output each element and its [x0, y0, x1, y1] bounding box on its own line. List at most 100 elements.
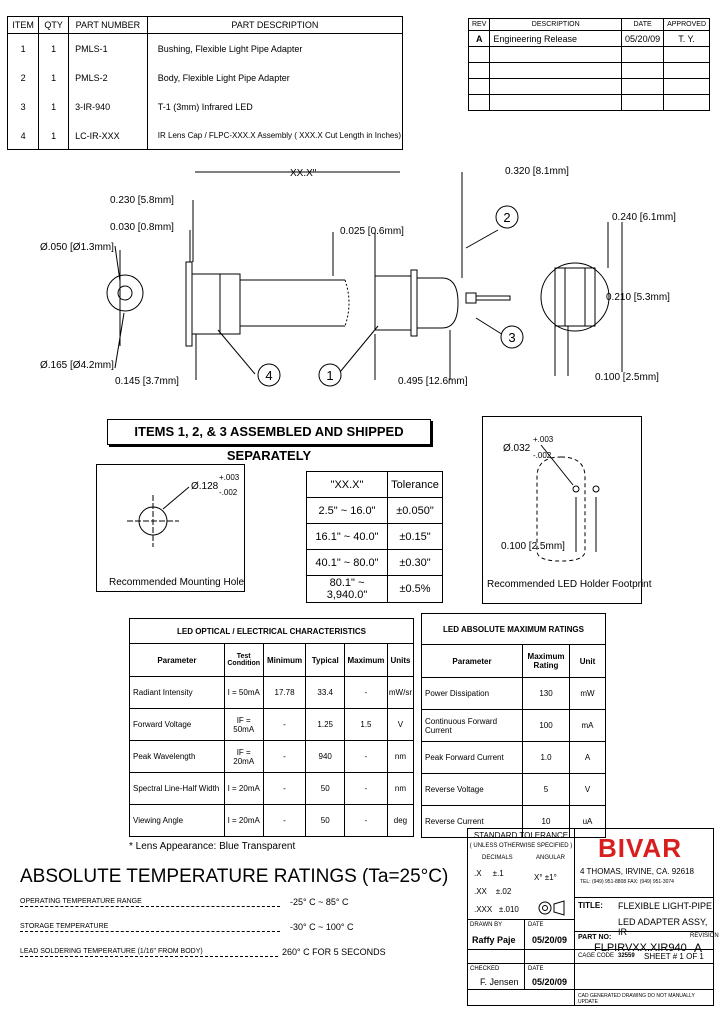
temp-label: LEAD SOLDERING TEMPERATURE (1/16" FROM B…: [20, 948, 206, 955]
desc-cell: T-1 (3mm) Infrared LED: [157, 101, 253, 112]
opt-max: -: [344, 772, 388, 805]
temperature-section: ABSOLUTE TEMPERATURE RATINGS (Ta=25°C) O…: [20, 866, 460, 986]
end-view-outer-circle: [106, 274, 144, 312]
angular-label: ANGULAR: [536, 855, 566, 861]
absmax-param: Peak Forward Current: [421, 741, 523, 774]
opt-max: -: [344, 804, 388, 837]
checked-by: F. Jensen: [480, 977, 519, 987]
opt-header-min: Minimum: [262, 643, 307, 677]
opt-unit: V: [386, 708, 415, 741]
title-line-2: LED ADAPTER ASSY, IR: [618, 917, 708, 937]
rev-cell: A: [467, 30, 491, 47]
opt-cond: IF = 20mA: [223, 740, 264, 773]
table-row: Radiant Intensity I = 50mA 17.78 33.4 - …: [129, 676, 415, 709]
qty-cell: 1: [38, 121, 70, 150]
opt-typ: 1.25: [305, 708, 345, 741]
opt-header-param: Parameter: [129, 643, 225, 677]
parts-table: ITEM QTY PART NUMBER PART DESCRIPTION 1 …: [7, 16, 403, 150]
company-address: 4 THOMAS, IRVINE, CA. 92618: [580, 867, 694, 876]
absmax-param: Reverse Voltage: [421, 773, 523, 806]
absmax-unit: A: [569, 741, 606, 774]
table-row: Viewing Angle I = 20mA - 50 - deg: [129, 804, 415, 837]
footprint-minus: -.002: [533, 451, 552, 460]
company-logo: BIVAR: [598, 833, 682, 863]
part-cell: LC-IR-XXX: [68, 121, 148, 150]
company-phone: TEL: (949) 951-8808 FAX: (949) 951-3074: [580, 879, 674, 885]
tol-value: ±0.5%: [387, 575, 443, 603]
part-no: FLPIRVXX.XIR940: [594, 942, 687, 954]
opt-min: -: [262, 740, 307, 773]
sheet-number: SHEET # 1 OF 1: [644, 952, 704, 961]
mounting-hole-minus: -.002: [219, 488, 238, 497]
title-block: STANDARD TOLERANCE ( UNLESS OTHERWISE SP…: [467, 828, 719, 1006]
checked-label: CHECKED: [470, 966, 500, 972]
absmax-rating: 100: [522, 709, 570, 742]
table-row: 4 1 LC-IR-XXX IR Lens Cap / FLPC-XXX.X A…: [8, 121, 402, 150]
tol-range: 80.1" ~ 3,940.0": [306, 575, 388, 603]
tol-x: .X ±.1: [474, 869, 504, 878]
rev-header: REV: [467, 18, 491, 31]
table-row: Reverse Current 10 uA: [421, 805, 606, 838]
absmax-unit: uA: [569, 805, 606, 838]
opt-max: 1.5: [344, 708, 388, 741]
table-row: Reverse Voltage 5 V: [421, 773, 606, 806]
mounting-hole-caption: Recommended Mounting Hole: [109, 577, 245, 588]
opt-header-cond: Test Condition: [223, 643, 264, 677]
dim-0495: 0.495 [12.6mm]: [398, 376, 468, 387]
table-row: 3 1 3-IR-940 T-1 (3mm) Infrared LED: [8, 92, 402, 121]
temp-label: OPERATING TEMPERATURE RANGE: [20, 898, 145, 905]
absmax-unit: mW: [569, 677, 606, 710]
temp-value: -25° C ~ 85° C: [290, 897, 349, 907]
optical-characteristics-table: LED OPTICAL / ELECTRICAL CHARACTERISTICS…: [129, 618, 415, 852]
temp-value: 260° C FOR 5 SECONDS: [282, 947, 386, 957]
dim-0030: 0.030 [0.8mm]: [110, 222, 174, 233]
absmax-unit: mA: [569, 709, 606, 742]
cage-number: 32559: [618, 953, 635, 959]
tol-xx: .XX ±.02: [474, 887, 512, 896]
part-cell: 3-IR-940: [68, 92, 148, 121]
part-cell: PMLS-1: [68, 33, 148, 63]
mounting-hole-dia: Ø.128: [191, 481, 219, 492]
opt-cond: I = 20mA: [223, 772, 264, 805]
opt-min: -: [262, 804, 307, 837]
table-row: 2 1 PMLS-2 Body, Flexible Light Pipe Ada…: [8, 63, 402, 92]
decimals-label: DECIMALS: [482, 855, 513, 861]
absmax-header-param: Parameter: [421, 644, 523, 678]
table-row: Peak Forward Current 1.0 A: [421, 741, 606, 774]
tol-angular: X° ±1°: [534, 873, 557, 882]
checked-date: 05/20/09: [532, 977, 568, 987]
opt-cond: I = 20mA: [223, 804, 264, 837]
opt-typ: 33.4: [305, 676, 345, 709]
dim-0145: 0.145 [3.7mm]: [115, 376, 179, 387]
footprint-plus: +.003: [533, 435, 554, 444]
tol-range: 2.5" ~ 16.0": [306, 497, 388, 524]
footprint-dia: Ø.032: [503, 443, 531, 454]
qty-cell: 1: [38, 63, 70, 92]
rev-desc-header: DESCRIPTION: [489, 18, 623, 31]
rev-date-cell: 05/20/09: [621, 30, 665, 47]
revision-label: REVISION: [690, 933, 719, 939]
revision-value: A: [694, 941, 703, 955]
tol-value: ±0.050": [387, 497, 443, 524]
tol-range: 16.1" ~ 40.0": [306, 523, 388, 550]
absolute-max-table: LED ABSOLUTE MAXIMUM RATINGS Parameter M…: [421, 613, 606, 838]
bushing-body: [191, 273, 241, 335]
dim-0100: 0.100 [2.5mm]: [595, 372, 659, 383]
tol-range: 40.1" ~ 80.0": [306, 549, 388, 576]
rev-approved-header: APPROVED: [663, 18, 710, 31]
absmax-title: LED ABSOLUTE MAXIMUM RATINGS: [421, 613, 606, 645]
dim-0320: 0.320 [8.1mm]: [505, 166, 569, 177]
footprint-caption: Recommended LED Holder Footprint: [487, 579, 652, 590]
right-end-view: [540, 262, 610, 332]
dim-0025: 0.025 [0.6mm]: [340, 226, 404, 237]
optical-title: LED OPTICAL / ELECTRICAL CHARACTERISTICS: [129, 618, 414, 644]
desc-cell: Bushing, Flexible Light Pipe Adapter: [157, 43, 303, 54]
opt-unit: deg: [386, 804, 415, 837]
title-label: TITLE:: [578, 901, 603, 910]
opt-cond: I = 50mA: [223, 676, 264, 709]
absmax-unit: V: [569, 773, 606, 806]
led-cap: [417, 277, 459, 329]
absmax-header-unit: Unit: [569, 644, 606, 678]
item-cell: 3: [8, 92, 40, 121]
absmax-rating: 130: [522, 677, 570, 710]
